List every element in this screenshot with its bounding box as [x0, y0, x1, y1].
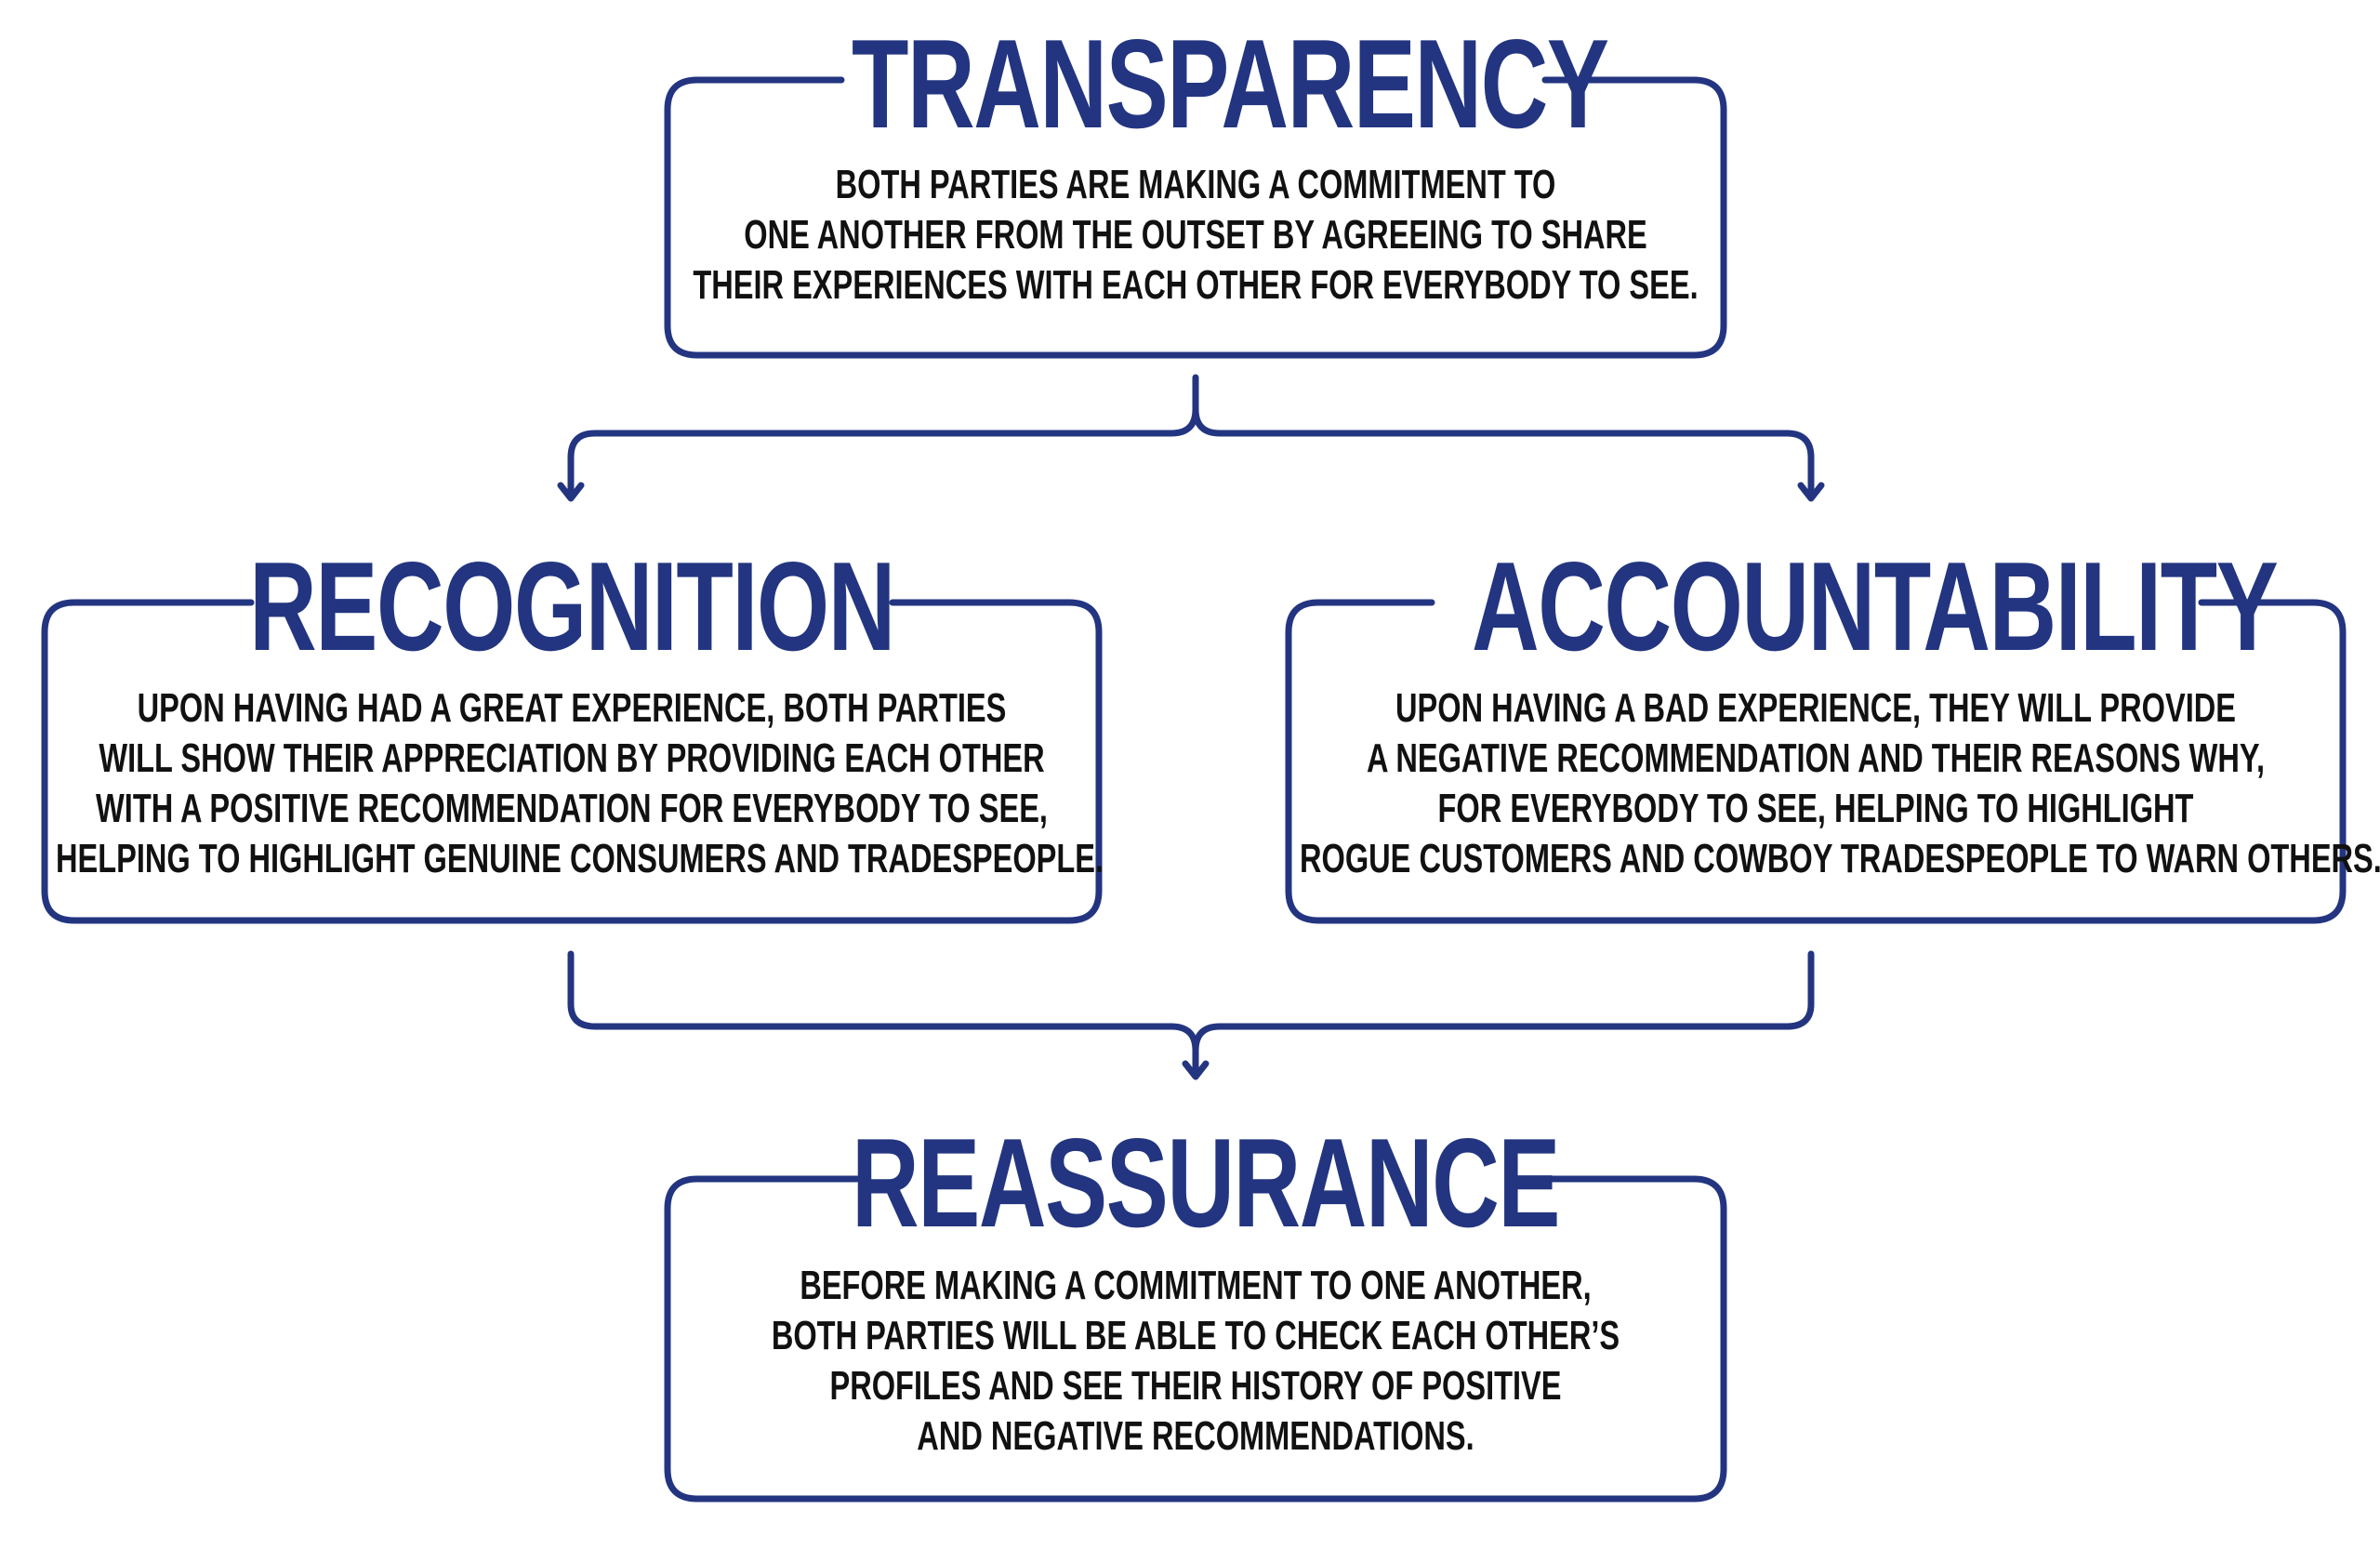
- merge-connector: [567, 950, 1815, 1079]
- recognition-title: RECOGNITION: [249, 536, 895, 677]
- accountability-line: ROGUE CUSTOMERS AND COWBOY TRADESPEOPLE …: [1300, 836, 2380, 881]
- reassurance-title: REASSURANCE: [852, 1112, 1560, 1253]
- transparency-title: TRANSPARENCY: [852, 13, 1609, 154]
- transparency-box-frame: [664, 76, 1727, 359]
- arrow-down-center-icon: [1182, 1060, 1210, 1080]
- reassurance-line: BOTH PARTIES WILL BE ABLE TO CHECK EACH …: [771, 1313, 1620, 1358]
- reassurance-line: BEFORE MAKING A COMMITMENT TO ONE ANOTHE…: [800, 1263, 1592, 1308]
- accountability-description: UPON HAVING A BAD EXPERIENCE, THEY WILL …: [1300, 683, 2380, 884]
- split-connector: [567, 374, 1815, 500]
- recognition-line: WITH A POSITIVE RECOMMENDATION FOR EVERY…: [96, 786, 1048, 831]
- reassurance-box-frame: [664, 1175, 1727, 1503]
- transparency-line: THEIR EXPERIENCES WITH EACH OTHER FOR EV…: [693, 262, 1699, 308]
- recognition-box-frame: [41, 599, 1103, 924]
- arrow-down-right-icon: [1797, 482, 1825, 502]
- reassurance-line: PROFILES AND SEE THEIR HISTORY OF POSITI…: [829, 1363, 1562, 1409]
- transparency-line: BOTH PARTIES ARE MAKING A COMMITMENT TO: [835, 162, 1556, 207]
- transparency-description: BOTH PARTIES ARE MAKING A COMMITMENT TO …: [680, 160, 1712, 311]
- accountability-box-frame: [1285, 599, 2347, 924]
- recognition-line: UPON HAVING HAD A GREAT EXPERIENCE, BOTH…: [137, 685, 1007, 731]
- recognition-description: UPON HAVING HAD A GREAT EXPERIENCE, BOTH…: [56, 683, 1104, 884]
- reassurance-description: BEFORE MAKING A COMMITMENT TO ONE ANOTHE…: [680, 1261, 1712, 1462]
- accountability-line: A NEGATIVE RECOMMENDATION AND THEIR REAS…: [1367, 735, 2265, 781]
- accountability-title: ACCOUNTABILITY: [1472, 536, 2279, 677]
- recognition-line: HELPING TO HIGHLIGHT GENUINE CONSUMERS A…: [56, 836, 1104, 881]
- recognition-line: WILL SHOW THEIR APPRECIATION BY PROVIDIN…: [99, 735, 1045, 781]
- accountability-line: UPON HAVING A BAD EXPERIENCE, THEY WILL …: [1395, 685, 2236, 731]
- accountability-line: FOR EVERYBODY TO SEE, HELPING TO HIGHLIG…: [1437, 786, 2194, 831]
- reassurance-line: AND NEGATIVE RECOMMENDATIONS.: [917, 1413, 1474, 1459]
- arrow-down-left-icon: [557, 482, 585, 502]
- transparency-line: ONE ANOTHER FROM THE OUTSET BY AGREEING …: [744, 212, 1647, 258]
